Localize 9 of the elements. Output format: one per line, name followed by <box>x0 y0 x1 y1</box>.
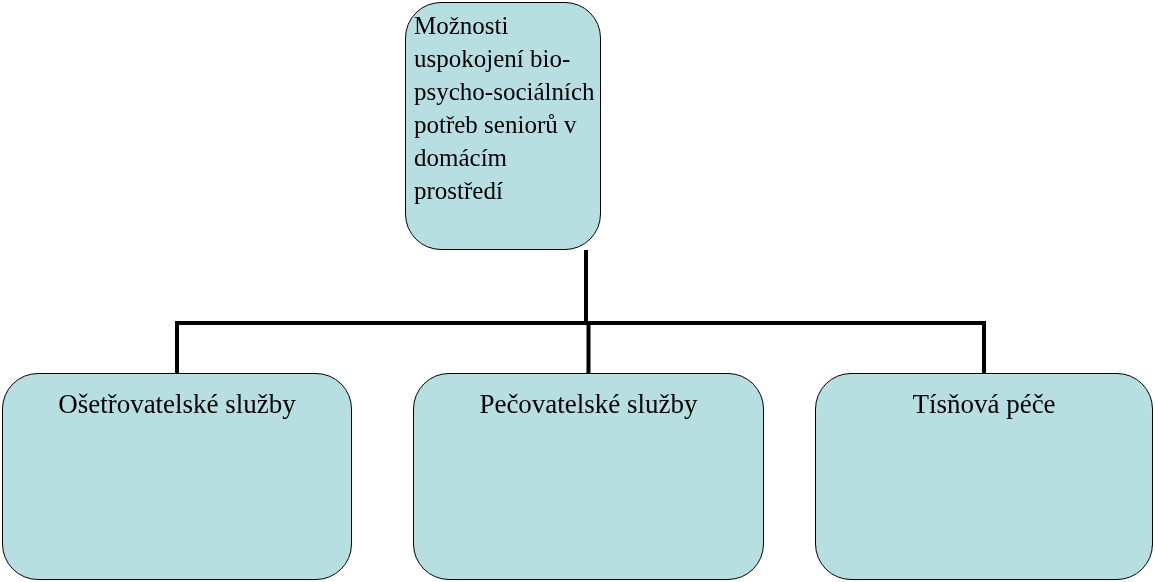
box-text: Tísňová péče <box>911 388 1057 421</box>
connector-line <box>584 250 986 373</box>
rounded-box <box>405 2 601 250</box>
rounded-box <box>2 373 352 580</box>
rounded-box <box>413 373 764 580</box>
box-text: Možnosti uspokojení bio-psycho-sociálních potřeb seniorů v domácím prostředí <box>414 11 596 206</box>
box-text: Pečovatelské služby <box>478 388 699 421</box>
box-text: Ošetřovatelské služby <box>57 388 297 421</box>
rounded-box <box>815 373 1153 580</box>
